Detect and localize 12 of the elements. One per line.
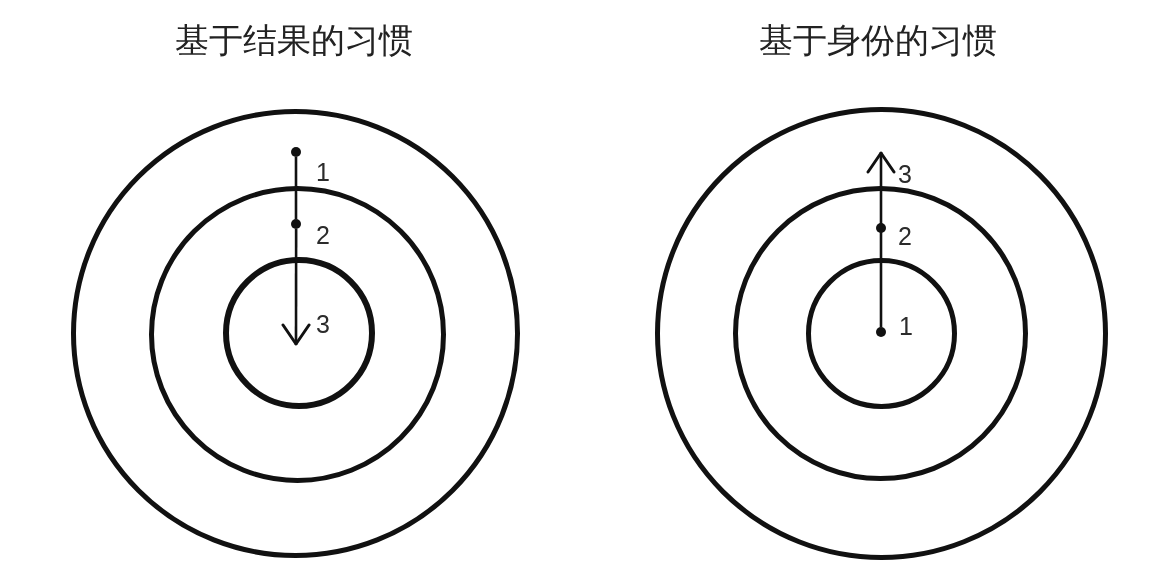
panel-title: 基于身份的习惯 <box>759 22 997 60</box>
step-number: 2 <box>898 224 912 249</box>
connector-line <box>879 233 883 327</box>
arrow <box>866 151 896 233</box>
step-number: 1 <box>316 160 330 185</box>
step-number: 3 <box>316 312 330 337</box>
step-number: 2 <box>316 223 330 248</box>
connector-line <box>294 157 298 219</box>
panel-title: 基于结果的习惯 <box>175 22 413 60</box>
step-number: 3 <box>898 162 912 187</box>
arrow <box>281 229 311 346</box>
step-number: 1 <box>899 314 913 339</box>
